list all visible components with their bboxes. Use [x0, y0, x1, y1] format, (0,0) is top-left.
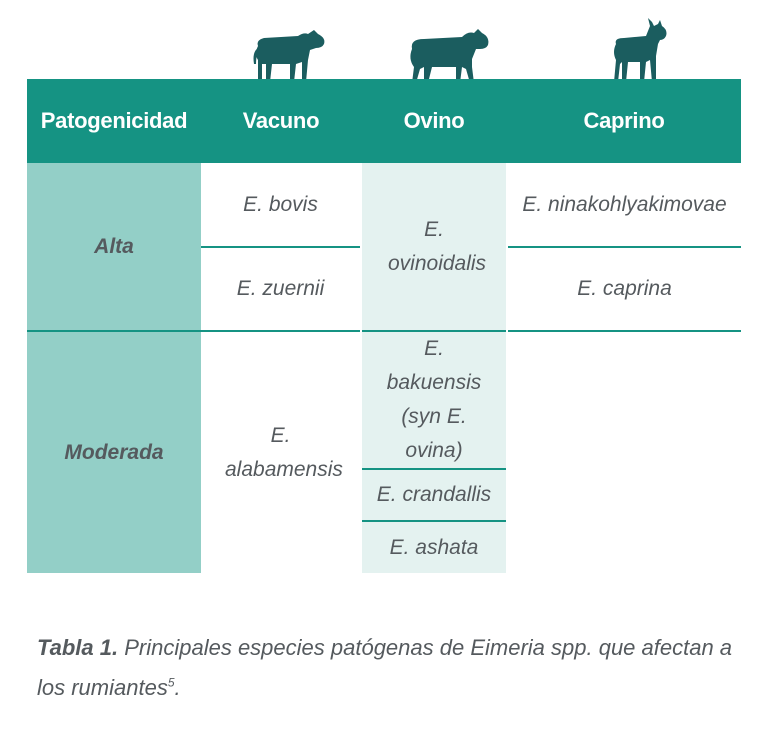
header-vacuno: Vacuno [201, 79, 361, 163]
eimeria-table: Patogenicidad Vacuno Ovino Caprino Alta … [27, 79, 741, 573]
cell-caprino-alta-2: E. caprina [506, 246, 741, 331]
cell-caprino-moderada [506, 330, 741, 573]
table-caption: Tabla 1. Principales especies patógenas … [37, 628, 737, 708]
cell-vacuno-alta-2: E. zuernii [201, 246, 361, 331]
caption-end: . [174, 675, 181, 700]
cell-ovino-moderada-3: E. ashata [360, 520, 507, 573]
header-row: Patogenicidad Vacuno Ovino Caprino [27, 79, 741, 163]
patogenicidad-alta: Alta [27, 163, 201, 331]
caption-label: Tabla 1. [37, 635, 119, 660]
header-ovino: Ovino [361, 79, 507, 163]
patogenicidad-moderada: Moderada [27, 330, 201, 573]
table-row: E. ashata [27, 520, 741, 573]
table-row: E. zuernii E. caprina [27, 246, 741, 331]
cell-vacuno-moderada: E. alabamensis [201, 330, 361, 573]
caption-reference: 5 [167, 675, 175, 690]
table-row: E. crandallis [27, 468, 741, 521]
table-row: Moderada E. alabamensis E. bakuensis (sy… [27, 330, 741, 573]
goat-icon [606, 16, 672, 88]
cell-caprino-alta-1: E. ninakohlyakimovae [506, 163, 741, 247]
cell-ovino-moderada-1: E. bakuensis (syn E. ovina) [360, 330, 507, 469]
calf-icon [248, 26, 328, 88]
header-caprino: Caprino [507, 79, 741, 163]
cell-ovino-moderada-2: E. crandallis [360, 468, 507, 521]
cell-ovino-alta: E. ovinoidalis [360, 163, 507, 331]
cell-vacuno-alta-1: E. bovis [243, 192, 318, 216]
header-patogenicidad: Patogenicidad [27, 79, 201, 163]
caption-text: Principales especies patógenas de Eimeri… [37, 635, 733, 700]
table-row: Alta E. bovis E. ovinoidalis E. ninakohl… [27, 163, 741, 331]
sheep-icon [404, 27, 494, 87]
